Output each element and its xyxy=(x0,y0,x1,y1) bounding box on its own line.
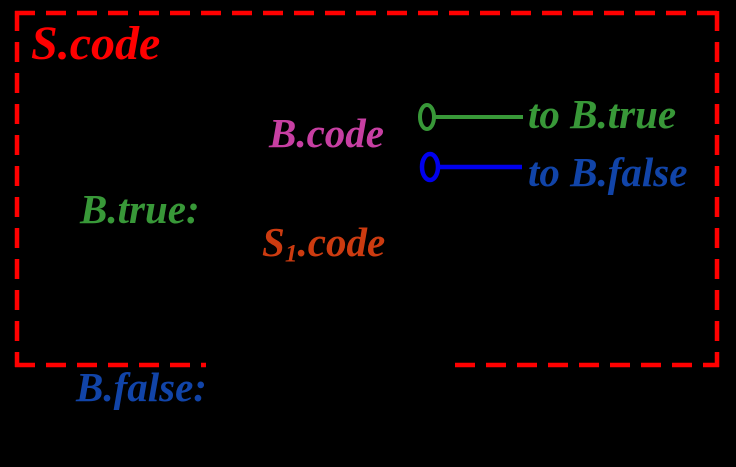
to-b-true-label: to B.true xyxy=(528,91,677,137)
s1-code-base: S xyxy=(262,219,285,265)
b-true-label: B.true: xyxy=(80,186,200,232)
s-code-dashed-border xyxy=(14,10,720,368)
s1-code-rest: .code xyxy=(297,219,386,265)
b-code-label: B.code xyxy=(269,110,384,156)
s1-code-label: S1.code xyxy=(262,222,385,267)
s1-code-subscript: 1 xyxy=(284,239,298,268)
true-jump-circle-icon xyxy=(418,103,436,131)
to-b-false-label: to B.false xyxy=(528,149,688,195)
false-jump-circle-icon xyxy=(419,151,441,183)
s-code-label: S.code xyxy=(31,17,161,70)
b-false-label: B.false: xyxy=(76,364,207,410)
